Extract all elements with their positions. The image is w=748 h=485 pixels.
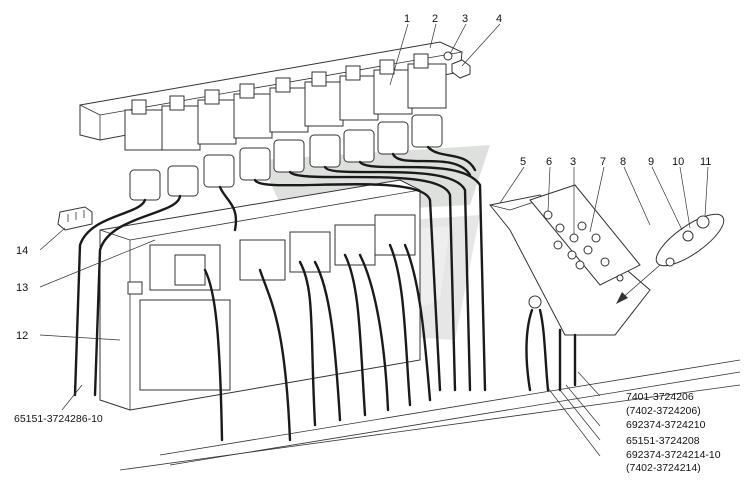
callout-14: 14 bbox=[16, 245, 28, 257]
leader-lines bbox=[39, 23, 709, 457]
part-number-right-2: (7402-3724206) bbox=[626, 405, 701, 417]
relay-row bbox=[124, 53, 447, 201]
part-number-left: 65151-3724286-10 bbox=[14, 413, 103, 425]
callout-1: 1 bbox=[404, 13, 410, 25]
callout-8: 8 bbox=[620, 156, 626, 168]
relay bbox=[407, 53, 447, 148]
relay bbox=[304, 71, 344, 168]
callout-9: 9 bbox=[648, 156, 654, 168]
relay bbox=[124, 99, 164, 201]
part-number-right-1: 7401-3724206 bbox=[626, 391, 694, 403]
relay bbox=[197, 89, 237, 188]
plate-wires bbox=[525, 308, 577, 392]
base-lines bbox=[119, 359, 741, 471]
fuse-block bbox=[99, 179, 421, 411]
relay bbox=[233, 83, 273, 181]
callout-6: 6 bbox=[546, 156, 552, 168]
relay bbox=[269, 77, 309, 173]
arrow-head bbox=[616, 292, 628, 304]
part-number-right-4: 65151-3724208 bbox=[626, 435, 700, 447]
callout-4: 4 bbox=[496, 13, 502, 25]
callout-11: 11 bbox=[700, 156, 711, 168]
part-number-right-3: 692374-3724210 bbox=[626, 419, 706, 431]
callout-7: 7 bbox=[600, 156, 606, 168]
callout-2: 2 bbox=[432, 13, 438, 25]
mounting-plate bbox=[489, 184, 651, 336]
callout-3-plate: 3 bbox=[570, 156, 576, 168]
terminal-plate bbox=[655, 213, 725, 267]
assembly-arrow bbox=[619, 264, 661, 301]
connector-plug bbox=[57, 206, 93, 231]
callout-10: 10 bbox=[672, 156, 684, 168]
wire-harness bbox=[73, 145, 487, 442]
callout-12: 12 bbox=[16, 330, 28, 342]
part-number-right-6: (7402-3724214) bbox=[626, 462, 701, 474]
callout-3: 3 bbox=[462, 13, 468, 25]
callout-13: 13 bbox=[16, 282, 28, 294]
nut bbox=[451, 59, 471, 79]
part-number-right-5: 692374-3724214-10 bbox=[626, 449, 721, 461]
relay bbox=[339, 65, 379, 163]
callout-5: 5 bbox=[520, 156, 526, 168]
relay bbox=[161, 95, 201, 197]
